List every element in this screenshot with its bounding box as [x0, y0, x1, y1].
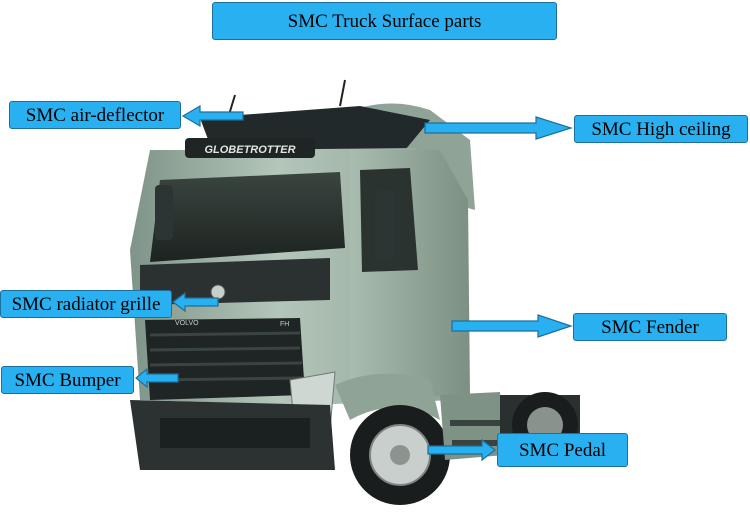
bumper-lower-grille: [160, 418, 310, 448]
arrow-radiator-grille: [172, 291, 219, 313]
pedal-step-1: [450, 420, 500, 426]
model-text: FH: [280, 321, 289, 328]
arrow-pedal: [427, 438, 496, 462]
visor-text: GLOBETROTTER: [204, 144, 295, 156]
label-high-ceiling: SMC High ceiling: [574, 115, 748, 143]
pedal-step-2: [452, 440, 500, 446]
arrow-air-deflector: [181, 104, 244, 128]
left-mirror: [155, 185, 173, 240]
badge-text: VOLVO: [175, 320, 199, 327]
label-radiator-grille: SMC radiator grille: [0, 290, 172, 318]
front-wheel-hub: [390, 445, 410, 465]
right-mirror: [375, 190, 395, 260]
label-air-deflector: SMC air-deflector: [9, 101, 181, 129]
label-pedal: SMC Pedal: [497, 433, 628, 467]
arrow-bumper: [135, 367, 179, 389]
visor-bar: [185, 138, 315, 158]
antenna-2: [339, 79, 346, 107]
label-bumper: SMC Bumper: [1, 366, 134, 394]
label-fender: SMC Fender: [573, 313, 727, 341]
diagram-title: SMC Truck Surface parts: [212, 2, 557, 40]
grille-band: [140, 258, 330, 305]
arrow-fender: [451, 314, 573, 338]
arrow-high-ceiling: [424, 116, 574, 140]
windshield: [150, 172, 345, 262]
